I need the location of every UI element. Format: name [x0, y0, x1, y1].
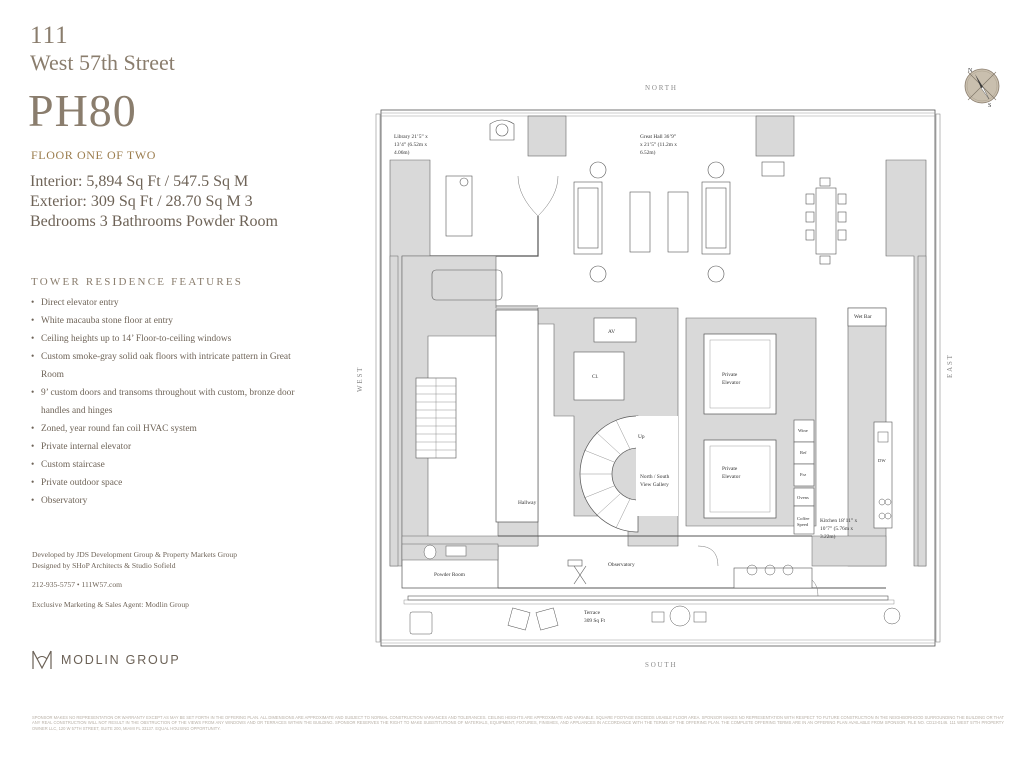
developer-credit: Developed by JDS Development Group & Pro…: [32, 550, 237, 559]
label-library: 4.06m): [394, 149, 410, 156]
label-wet-bar: Wet Bar: [854, 314, 872, 320]
label-ref: Ref: [800, 450, 807, 455]
east-core-wall: [885, 159, 927, 567]
feature-item: Private outdoor space: [31, 474, 301, 492]
feature-item: Zoned, year round fan coil HVAC system: [31, 420, 301, 438]
label-great-hall: Great Hall 36’9”: [640, 134, 677, 140]
label-coffee: Coffee: [797, 516, 809, 521]
staircase-west: [415, 377, 457, 459]
modlin-logo: MODLIN GROUP: [30, 648, 181, 672]
telescope-icon: [567, 559, 587, 585]
feature-item: Custom staircase: [31, 456, 301, 474]
label-kitchen: Kitchen 18’11” x: [820, 518, 858, 524]
feature-item: 9’ custom doors and transoms throughout …: [31, 384, 301, 420]
terrace-furniture: [409, 605, 901, 635]
feature-item: Custom smoke-gray solid oak floors with …: [31, 348, 301, 384]
floor-plan: Library 21’5” x 13’4” (6.52m x 4.06m) Gr…: [375, 109, 941, 647]
feature-item: Direct elevator entry: [31, 294, 301, 312]
compass-south-letter: S: [988, 103, 991, 108]
feature-item: Private internal elevator: [31, 438, 301, 456]
label-private-elevator: Elevator: [722, 474, 740, 480]
private-elevator-shaft: [703, 333, 777, 415]
label-gallery: View Gallery: [640, 482, 669, 488]
label-up: Up: [638, 434, 645, 440]
label-private-elevator: Private: [722, 372, 738, 378]
spiral-staircase: [579, 415, 639, 533]
label-private-elevator: Private: [722, 466, 738, 472]
building-number: 111: [30, 22, 69, 49]
feature-item: Ceiling heights up to 14’ Floor-to-ceili…: [31, 330, 301, 348]
library-furniture: [431, 119, 515, 301]
label-gallery: North / South: [640, 474, 670, 480]
label-kitchen: 10’7” (5.76m x: [820, 525, 853, 532]
credits: Developed by JDS Development Group & Pro…: [32, 549, 302, 571]
label-coffee: Speed: [797, 522, 809, 527]
logo-text: MODLIN GROUP: [61, 653, 181, 667]
great-hall-furniture: [573, 161, 847, 283]
designer-credit: Designed by SHoP Architects & Studio Sof…: [32, 561, 176, 570]
label-kitchen: 3.22m): [820, 533, 836, 540]
street-name: West 57th Street: [30, 50, 175, 75]
compass-icon: N S: [964, 68, 1000, 108]
label-powder-room: Powder Room: [434, 572, 466, 578]
feature-item: White macauba stone floor at entry: [31, 312, 301, 330]
hallway-area: [495, 309, 539, 523]
agent-line: Exclusive Marketing & Sales Agent: Modli…: [32, 600, 189, 609]
private-elevator-shaft: [703, 439, 777, 519]
label-library: Library 21’5” x: [394, 134, 428, 140]
label-wine: Wine: [798, 428, 808, 433]
direction-west: WEST: [356, 365, 364, 392]
direction-south: SOUTH: [645, 661, 678, 669]
label-private-elevator: Elevator: [722, 380, 740, 386]
features-list: Direct elevator entry White macauba ston…: [31, 294, 301, 510]
label-terrace: Terrace: [584, 610, 601, 616]
label-great-hall: x 21’5” (11.2m x: [640, 141, 677, 148]
label-terrace: 309 Sq Ft: [584, 618, 605, 624]
label-hallway: Hallway: [518, 500, 537, 506]
direction-north: NORTH: [645, 84, 678, 92]
floor-label: FLOOR ONE OF TWO: [31, 148, 157, 162]
label-closet: Cl.: [592, 374, 598, 380]
label-dw: DW: [878, 458, 886, 463]
label-av: AV: [608, 329, 615, 335]
label-frz: Frz: [800, 472, 806, 477]
label-library: 13’4” (6.52m x: [394, 141, 427, 148]
unit-title: PH80: [28, 85, 137, 136]
area-summary: Interior: 5,894 Sq Ft / 547.5 Sq M Exter…: [30, 173, 278, 230]
label-ovens: Ovens: [797, 495, 809, 500]
modlin-monogram-icon: [32, 650, 52, 670]
features-heading: TOWER RESIDENCE FEATURES: [31, 276, 244, 288]
compass-north-letter: N: [968, 68, 973, 74]
feature-item: Observatory: [31, 492, 301, 510]
contact-line: 212-935-5757 • 111W57.com: [32, 580, 123, 589]
legal-disclaimer: SPONSOR MAKES NO REPRESENTATION OR WARRA…: [32, 715, 1004, 731]
label-great-hall: 6.52m): [640, 149, 656, 156]
label-observatory: Observatory: [608, 562, 635, 568]
outer-wall: [380, 109, 936, 647]
